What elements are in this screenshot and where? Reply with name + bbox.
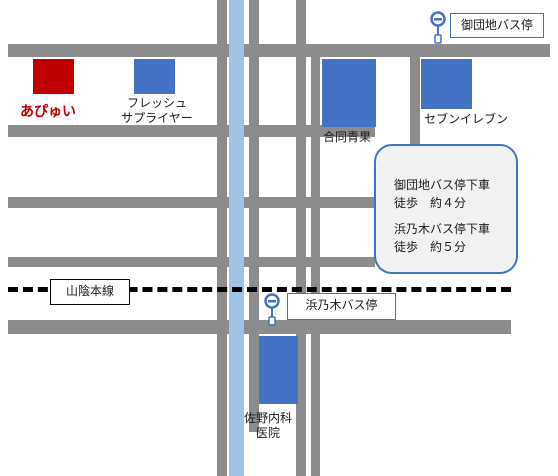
godo-seika-label: 合同青果 <box>323 130 372 144</box>
fresh-supplier-label-line2: サプライヤー <box>121 111 193 125</box>
seven-eleven-label: セブンイレブン <box>424 112 509 126</box>
hamanogi-stop-name: 浜乃木バス停 <box>305 298 378 312</box>
sano-clinic-label-line1: 佐野内科 <box>243 411 292 425</box>
road-h-5 <box>8 320 511 334</box>
fresh-supplier-label-line1: フレッシュ <box>126 96 187 110</box>
road-h-3 <box>8 197 375 208</box>
route1-line2: 徒歩 約４分 <box>394 196 467 210</box>
sano-clinic-label-line2: 医院 <box>255 426 280 440</box>
road-h-2 <box>8 125 375 137</box>
destination-label: あぴゅい <box>20 104 76 120</box>
railway-line <box>8 287 511 292</box>
gondanji-stop-name: 御団地バス停 <box>460 18 533 32</box>
road-v-2 <box>249 0 259 432</box>
road-h-1 <box>8 44 550 57</box>
gondanji-stop-label: 御団地バス停 <box>450 13 544 38</box>
fresh-supplier-label: フレッシュ サプライヤー <box>112 96 202 126</box>
godo-seika-building <box>322 59 376 127</box>
fresh-supplier-building <box>134 59 175 94</box>
road-v-1 <box>217 0 227 476</box>
road-v-3 <box>296 0 306 476</box>
rail-line-label: 山陰本線 <box>50 279 130 305</box>
sano-clinic-building <box>259 336 298 404</box>
route1-line1: 御団地バス停下車 <box>394 178 491 192</box>
bus-stop-icon <box>430 11 446 47</box>
hamanogi-stop-label: 浜乃木バス停 <box>287 293 396 320</box>
road-v-5 <box>410 57 420 145</box>
river <box>229 0 244 476</box>
rail-line-name: 山陰本線 <box>65 284 114 298</box>
directions-callout: 御団地バス停下車 徒歩 約４分 浜乃木バス停下車 徒歩 約５分 <box>374 144 518 274</box>
bus-stop-icon <box>264 293 280 329</box>
road-h-4 <box>8 257 375 267</box>
sano-clinic-label: 佐野内科 医院 <box>238 411 298 441</box>
destination-building <box>33 59 74 94</box>
road-v-4 <box>311 57 320 476</box>
route2-line1: 浜乃木バス停下車 <box>394 222 491 236</box>
seven-eleven-building <box>421 59 472 109</box>
route2-line2: 徒歩 約５分 <box>394 240 467 254</box>
